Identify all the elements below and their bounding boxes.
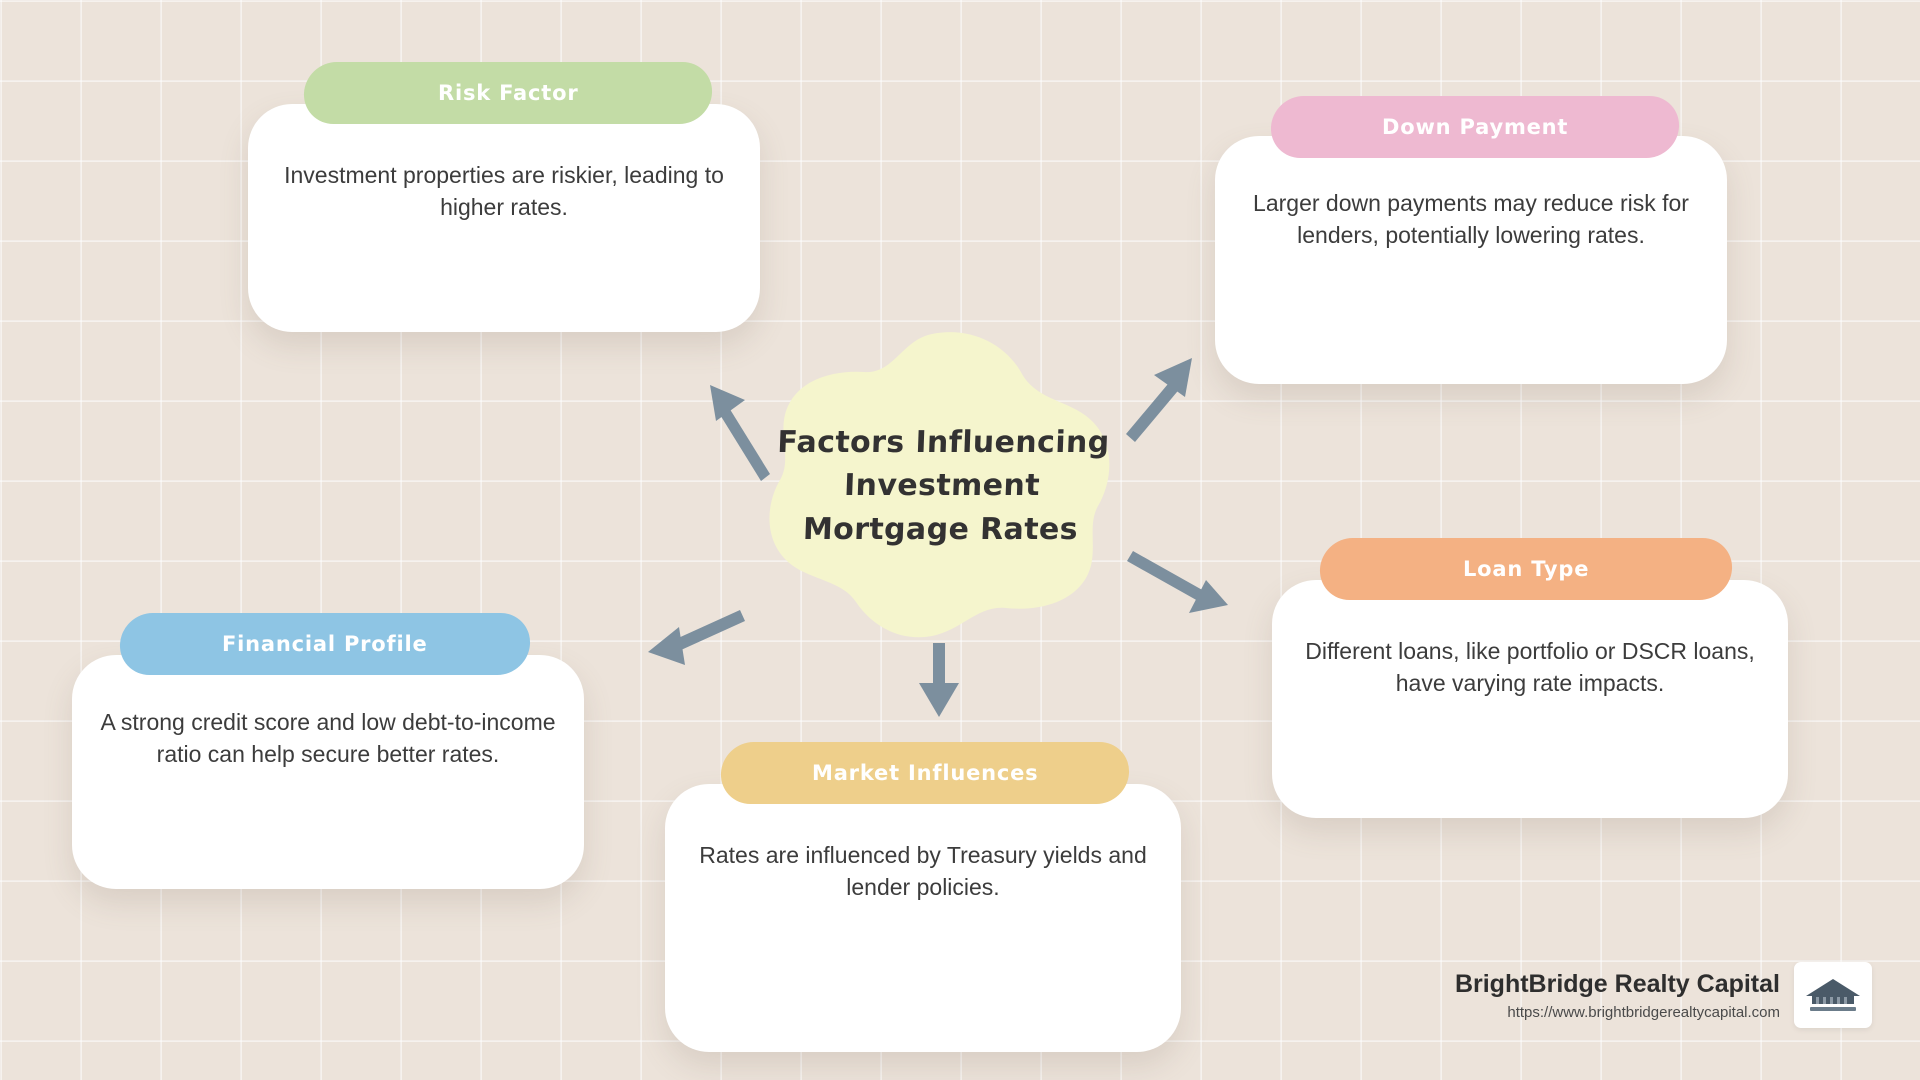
card-label-market-influences: Market Influences xyxy=(811,761,1039,785)
card-down-payment[interactable]: Larger down payments may reduce risk for… xyxy=(1215,96,1727,384)
card-header-financial-profile: Financial Profile xyxy=(118,613,532,675)
card-header-risk-factor: Risk Factor xyxy=(302,62,714,124)
card-body-financial-profile xyxy=(72,655,584,889)
card-description-risk-factor: Investment properties are riskier, leadi… xyxy=(284,162,724,220)
blob-shape-icon xyxy=(769,332,1110,638)
branding: BrightBridge Realty Capital https://www.… xyxy=(1455,962,1872,1028)
card-description-financial-profile: A strong credit score and low debt-to-in… xyxy=(100,709,556,767)
card-description-loan-type: Different loans, like portfolio or DSCR … xyxy=(1305,638,1755,696)
card-loan-type[interactable]: Different loans, like portfolio or DSCR … xyxy=(1272,538,1788,818)
card-body-risk-factor xyxy=(248,104,760,332)
arrow-to-market-influences xyxy=(919,643,959,717)
card-body-market-influences xyxy=(665,784,1181,1052)
card-header-loan-type: Loan Type xyxy=(1318,538,1734,600)
card-label-down-payment: Down Payment xyxy=(1381,115,1569,139)
card-label-risk-factor: Risk Factor xyxy=(437,81,579,105)
arrow-to-down-payment xyxy=(1126,358,1192,442)
branding-text: BrightBridge Realty Capital https://www.… xyxy=(1455,969,1780,1021)
building-logo-icon xyxy=(1806,979,1860,1011)
card-financial-profile[interactable]: A strong credit score and low debt-to-in… xyxy=(72,613,584,889)
central-topic-blob: Factors Influencing Investment Mortgage … xyxy=(756,330,1128,642)
card-body-loan-type xyxy=(1272,580,1788,818)
card-market-influences[interactable]: Rates are influenced by Treasury yields … xyxy=(665,742,1181,1052)
brand-url[interactable]: https://www.brightbridgerealtycapital.co… xyxy=(1507,1004,1780,1021)
card-header-down-payment: Down Payment xyxy=(1269,96,1681,158)
card-description-market-influences: Rates are influenced by Treasury yields … xyxy=(699,842,1147,900)
card-label-financial-profile: Financial Profile xyxy=(222,632,428,656)
brand-logo xyxy=(1794,962,1872,1028)
card-header-market-influences: Market Influences xyxy=(719,742,1131,804)
brand-name: BrightBridge Realty Capital xyxy=(1454,970,1780,998)
card-risk-factor[interactable]: Investment properties are riskier, leadi… xyxy=(248,62,760,332)
arrow-to-financial-profile xyxy=(648,610,745,665)
card-body-down-payment xyxy=(1215,136,1727,384)
card-label-loan-type: Loan Type xyxy=(1462,557,1590,581)
card-description-down-payment: Larger down payments may reduce risk for… xyxy=(1253,190,1689,248)
arrow-to-loan-type xyxy=(1127,551,1228,613)
